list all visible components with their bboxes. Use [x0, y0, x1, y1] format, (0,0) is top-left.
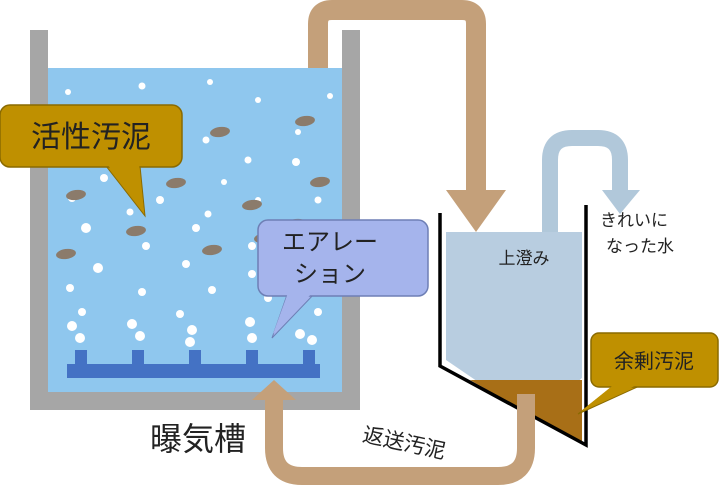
air-bubble-icon [202, 136, 210, 144]
aeration-callout: エアレー ション [257, 219, 429, 339]
air-bubble-icon [192, 224, 200, 232]
supernatant-label: 上澄み [499, 249, 550, 269]
clean-water-label-line2: なった水 [606, 237, 674, 257]
sludge-floc-icon [126, 225, 146, 237]
air-bubble-icon [247, 333, 257, 343]
return-sludge-label: 返送汚泥 [361, 423, 448, 464]
activated-sludge-callout: 活性汚泥 [0, 104, 183, 218]
air-bubble-icon [295, 329, 305, 339]
sludge-floc-icon [202, 244, 222, 256]
air-bubble-icon [78, 308, 86, 316]
clarifier-wall [438, 205, 588, 448]
air-bubble-icon [307, 335, 317, 345]
clarifier-water [446, 232, 582, 420]
return-sludge-pipe [252, 380, 535, 485]
air-bubble-icon [245, 317, 255, 327]
air-bubble-icon [248, 270, 256, 278]
air-bubble-icon [314, 308, 322, 316]
transfer-pipe [308, 0, 506, 232]
excess-sludge-callout: 余剰汚泥 [577, 332, 719, 415]
transfer-arrow-icon [446, 190, 506, 232]
diffuser-nozzle [132, 350, 144, 366]
diffuser-nozzle [246, 350, 258, 366]
air-bubble-icon [93, 263, 103, 273]
air-bubble-icon [208, 286, 216, 294]
air-bubble-icon [255, 97, 261, 103]
air-bubble-icon [207, 79, 213, 85]
clean-water-arrow-icon [602, 190, 640, 214]
diffuser-pipe [67, 364, 320, 378]
return-arrow-icon [252, 380, 296, 400]
aeration-label-line2: ション [294, 260, 366, 288]
sludge-floc-icon [56, 248, 76, 260]
sludge-floc-icon [310, 176, 330, 188]
diffuser-nozzle [189, 350, 201, 366]
air-bubble-icon [182, 260, 190, 268]
air-bubble-icon [176, 310, 184, 318]
aeration-tank-label: 曝気槽 [150, 420, 246, 458]
activated-sludge-label: 活性汚泥 [31, 120, 151, 155]
clean-water-label-line1: きれいに [600, 211, 668, 231]
diffuser-nozzle [75, 350, 87, 366]
sludge-floc-icon [242, 199, 262, 211]
air-bubble-icon [295, 129, 301, 135]
air-bubble-icon [127, 319, 137, 329]
aeration-label-line1: エアレー [282, 228, 378, 256]
air-bubble-icon [135, 331, 145, 341]
air-diffuser [67, 350, 320, 378]
air-bubble-icon [138, 288, 146, 296]
air-bubble-icon [75, 333, 85, 343]
clarifier-tank [438, 205, 588, 448]
diffuser-nozzle [303, 350, 315, 366]
clean-water-pipe [542, 130, 640, 232]
air-bubble-icon [327, 93, 333, 99]
air-bubble-icon [81, 223, 91, 233]
air-bubble-icon [204, 210, 212, 218]
air-bubble-icon [138, 82, 146, 90]
air-bubble-icon [142, 242, 150, 250]
air-bubble-icon [126, 208, 134, 216]
sludge-floc-icon [66, 189, 86, 201]
air-bubble-icon [156, 196, 164, 204]
air-bubble-icon [244, 156, 252, 164]
air-bubble-icon [65, 89, 71, 95]
air-bubble-icon [248, 242, 256, 250]
air-bubble-icon [314, 196, 322, 204]
air-bubble-icon [185, 337, 195, 347]
air-bubble-icon [187, 325, 197, 335]
sludge-floc-icon [210, 126, 230, 138]
air-bubble-icon [292, 158, 300, 166]
sludge-floc-icon [166, 177, 186, 189]
air-bubble-icon [65, 79, 333, 347]
air-bubble-icon [67, 321, 77, 331]
air-bubble-icon [66, 284, 74, 292]
air-bubble-icon [221, 179, 227, 185]
air-bubble-icon [100, 174, 108, 182]
sludge-floc-icon [295, 115, 315, 127]
excess-sludge-label: 余剰汚泥 [614, 349, 694, 373]
